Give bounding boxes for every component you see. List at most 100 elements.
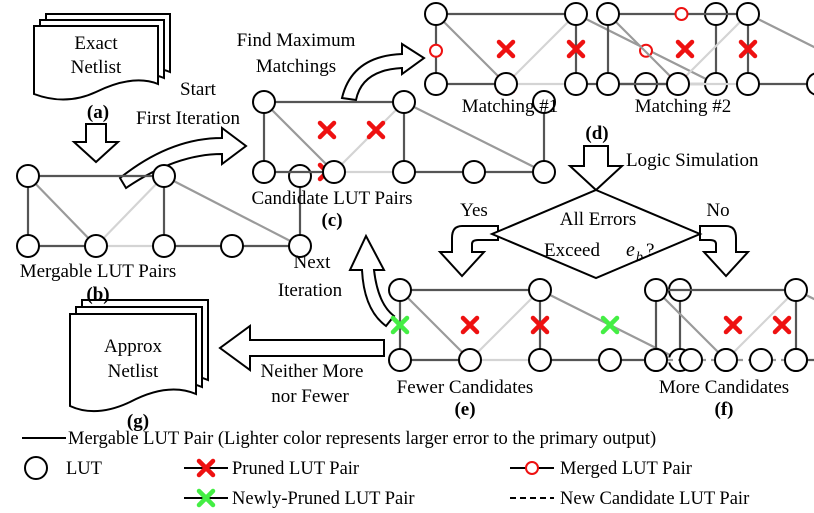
legend-newly-icon xyxy=(184,488,228,508)
arrow-first-iteration xyxy=(118,126,248,190)
lut-node xyxy=(458,348,482,372)
legend-line-text: Mergable LUT Pair (Lighter color represe… xyxy=(68,429,656,449)
lut-node xyxy=(462,160,486,184)
lut-node xyxy=(564,2,588,26)
lut-node xyxy=(666,72,690,96)
neither-label-line2: nor Fewer xyxy=(271,386,349,407)
lut-node xyxy=(152,234,176,258)
pruned-mark xyxy=(460,315,480,335)
pruned-mark xyxy=(530,315,550,335)
logic-sim-label: Logic Simulation xyxy=(626,150,759,171)
lut-node xyxy=(424,2,448,26)
label-f: (f) xyxy=(715,399,734,420)
legend-lut-icon xyxy=(24,456,48,480)
pruned-mark xyxy=(496,39,516,59)
lut-node xyxy=(424,72,448,96)
graph-edge xyxy=(399,289,471,361)
candidate-pairs-label: Candidate LUT Pairs xyxy=(251,188,412,209)
lut-node xyxy=(714,348,738,372)
pruned-mark xyxy=(772,315,792,335)
arrow-yes xyxy=(437,225,499,278)
approx-netlist-line1: Approx xyxy=(104,336,163,357)
decision-q: ? xyxy=(646,240,654,261)
legend-merged-text: Merged LUT Pair xyxy=(560,459,692,479)
legend: Mergable LUT Pair (Lighter color represe… xyxy=(22,429,749,509)
arrow-find-matchings xyxy=(340,42,426,102)
legend-merged-icon xyxy=(510,461,554,475)
lut-node xyxy=(806,72,814,96)
lut-node xyxy=(392,160,416,184)
graph-edge xyxy=(747,13,814,49)
lut-node xyxy=(388,278,412,302)
decision-var: e xyxy=(626,239,635,261)
lut-node xyxy=(16,164,40,188)
graph-edge xyxy=(263,101,335,173)
label-d: (d) xyxy=(585,123,608,144)
arrow-no xyxy=(699,225,751,278)
decision-line2: Exceed xyxy=(544,240,600,261)
neither-label-line1: Neither More xyxy=(261,361,364,382)
approx-netlist-line2: Netlist xyxy=(108,361,159,382)
legend-newcand-text: New Candidate LUT Pair xyxy=(560,489,749,509)
pruned-mark xyxy=(366,120,386,140)
arrow-a-to-b xyxy=(71,123,121,164)
lut-node xyxy=(596,72,620,96)
graph-edge xyxy=(95,175,165,247)
decision-sub: b xyxy=(636,250,643,265)
lut-node xyxy=(494,72,518,96)
lut-node xyxy=(596,2,620,26)
label-c: (c) xyxy=(321,210,342,231)
arrow-d-down xyxy=(567,145,625,192)
exact-netlist-doc: Exact Netlist xyxy=(33,13,171,101)
legend-newly-x xyxy=(196,488,216,508)
lut-node xyxy=(16,234,40,258)
label-b: (b) xyxy=(86,284,109,305)
graph-edge xyxy=(505,13,577,85)
lut-node xyxy=(644,278,668,302)
lut-node xyxy=(288,164,312,188)
decision-diamond: All Errors Exceed e b ? xyxy=(489,188,703,280)
next-label-line1: Next xyxy=(294,252,332,273)
pruned-mark xyxy=(723,315,743,335)
graph-edge xyxy=(435,13,507,85)
graph-edge xyxy=(469,289,541,361)
more-label: More Candidates xyxy=(659,377,789,398)
lut-node xyxy=(679,348,703,372)
lut-node xyxy=(598,348,622,372)
lut-node xyxy=(532,160,556,184)
lut-node xyxy=(252,160,276,184)
start-label-line2: First Iteration xyxy=(136,108,240,129)
graph-edge xyxy=(677,13,749,85)
graph-edge xyxy=(403,101,545,173)
lut-node xyxy=(322,160,346,184)
new-candidate-edges xyxy=(644,348,808,372)
lut-node xyxy=(528,348,552,372)
newly-pruned-mark xyxy=(390,315,410,335)
lut-node xyxy=(528,278,552,302)
label-a: (a) xyxy=(87,102,109,123)
lut-node xyxy=(644,348,668,372)
lut-node xyxy=(252,90,276,114)
graph-edge xyxy=(655,289,727,361)
exact-netlist-line1: Exact xyxy=(74,33,118,54)
label-g: (g) xyxy=(127,411,149,432)
lut-node xyxy=(532,90,556,114)
pruned-mark xyxy=(566,39,586,59)
lut-graphs xyxy=(16,2,814,372)
lut-node xyxy=(736,2,760,26)
decision-line1: All Errors xyxy=(560,209,637,230)
merged-mark xyxy=(429,43,443,58)
graph-matching2 xyxy=(596,2,814,96)
legend-pruned-icon xyxy=(184,458,228,478)
merged-mark xyxy=(674,7,689,21)
graph-edge xyxy=(27,175,97,247)
arrow-next-iteration xyxy=(348,233,396,328)
legend-merged-o xyxy=(525,461,539,475)
no-label: No xyxy=(706,200,729,221)
graph-mergable xyxy=(16,164,312,258)
lut-node xyxy=(388,348,412,372)
pruned-mark xyxy=(675,39,695,59)
fewer-label: Fewer Candidates xyxy=(397,377,534,398)
graph-edge xyxy=(607,13,679,85)
lut-node xyxy=(784,348,808,372)
